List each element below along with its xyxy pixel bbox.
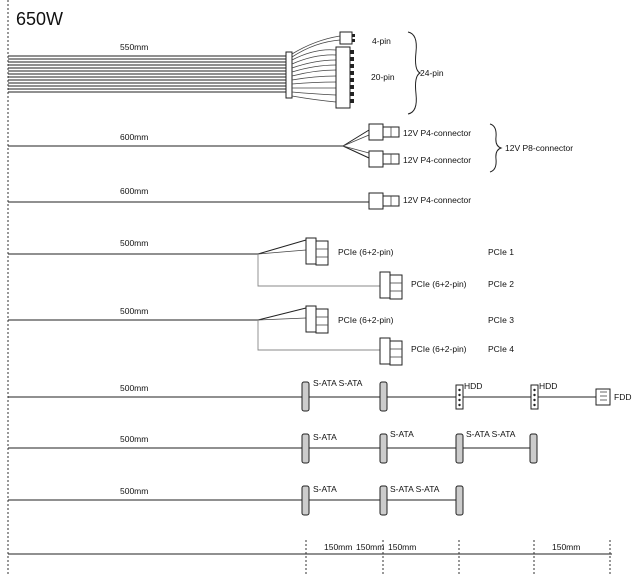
row-sata-4: 500mm S-ATA S-ATA S-ATA S-ATA — [8, 429, 538, 464]
connector-label: PCIe (6+2-pin) — [338, 315, 394, 325]
connector-label: 4-pin — [372, 36, 391, 46]
connector-sata — [455, 485, 464, 516]
connector-label: S-ATA — [313, 484, 337, 494]
connector-label: PCIe (6+2-pin) — [411, 279, 467, 289]
connector-pcie — [379, 271, 403, 300]
connector-pcie — [305, 305, 329, 334]
cable-length-label: 500mm — [120, 238, 148, 248]
connector-label: 12V P4-connector — [403, 195, 471, 205]
scale-label: 150mm — [552, 542, 580, 552]
scale-label: 150mm — [324, 542, 352, 552]
scale-label: 150mm — [388, 542, 416, 552]
connector-sata — [301, 381, 310, 412]
pcie-name-label: PCIe 2 — [488, 279, 514, 289]
connector-label: FDD — [614, 392, 631, 402]
cable-length-label: 500mm — [120, 434, 148, 444]
connector-hdd — [530, 384, 539, 410]
connector-fdd — [595, 388, 611, 406]
connector-20pin — [335, 46, 351, 109]
connector-12v-p4 — [368, 123, 400, 141]
connector-label: 12V P4-connector — [403, 128, 471, 138]
page-title: 650W — [16, 9, 63, 29]
group-brace — [489, 123, 503, 173]
row-12v-p8: 600mm 12V P4-connector 12V P4-connector … — [8, 123, 573, 173]
connector-pcie — [305, 237, 329, 266]
connector-label: 20-pin — [371, 72, 395, 82]
connector-label: PCIe (6+2-pin) — [338, 247, 394, 257]
connector-sata — [301, 433, 310, 464]
cable-length-label: 500mm — [120, 306, 148, 316]
connector-12v-p4 — [368, 192, 400, 210]
connector-sata — [379, 381, 388, 412]
cable-length-label: 550mm — [120, 42, 148, 52]
connector-label: S-ATA — [390, 429, 414, 439]
row-pcie-1-2: 500mm PCIe (6+2-pin) PCIe (6+2-pin) PCIe… — [8, 237, 514, 300]
group-label: 24-pin — [420, 68, 444, 78]
group-brace — [407, 31, 422, 115]
connector-12v-p4 — [368, 150, 400, 168]
connector-label: S-ATA S-ATA — [313, 378, 363, 388]
connector-pcie — [379, 337, 403, 366]
scale-bar: 150mm 150mm 150mm 150mm — [8, 540, 612, 576]
connector-sata — [455, 433, 464, 464]
cable-length-label: 600mm — [120, 186, 148, 196]
connector-label: PCIe (6+2-pin) — [411, 344, 467, 354]
cable-bundle — [8, 35, 341, 103]
row-sata-3: 500mm S-ATA S-ATA S-ATA — [8, 484, 464, 516]
connector-sata — [529, 433, 538, 464]
row-sata-hdd-fdd: 500mm S-ATA S-ATA HDD HDD FDD — [8, 378, 631, 412]
row-pcie-3-4: 500mm PCIe (6+2-pin) PCIe (6+2-pin) PCIe… — [8, 305, 514, 366]
scale-label: 150mm — [356, 542, 384, 552]
pcie-name-label: PCIe 3 — [488, 315, 514, 325]
pcie-name-label: PCIe 1 — [488, 247, 514, 257]
connector-label: 12V P4-connector — [403, 155, 471, 165]
connector-sata — [379, 433, 388, 464]
connector-label: S-ATA — [313, 432, 337, 442]
connector-label: S-ATA S-ATA — [390, 484, 440, 494]
row-24pin: 550mm 4-pin 20-pin 24-pin — [8, 31, 444, 115]
cable-length-label: 600mm — [120, 132, 148, 142]
connector-hdd — [455, 384, 464, 410]
connector-label: S-ATA S-ATA — [466, 429, 516, 439]
connector-label: HDD — [464, 381, 482, 391]
cable-length-label: 500mm — [120, 486, 148, 496]
pcie-name-label: PCIe 4 — [488, 344, 514, 354]
group-label: 12V P8-connector — [505, 143, 573, 153]
connector-sata — [301, 485, 310, 516]
cable-length-label: 500mm — [120, 383, 148, 393]
connector-4pin — [339, 31, 353, 45]
connector-label: HDD — [539, 381, 557, 391]
row-12v-p4: 600mm 12V P4-connector — [8, 186, 471, 210]
connector-sata — [379, 485, 388, 516]
